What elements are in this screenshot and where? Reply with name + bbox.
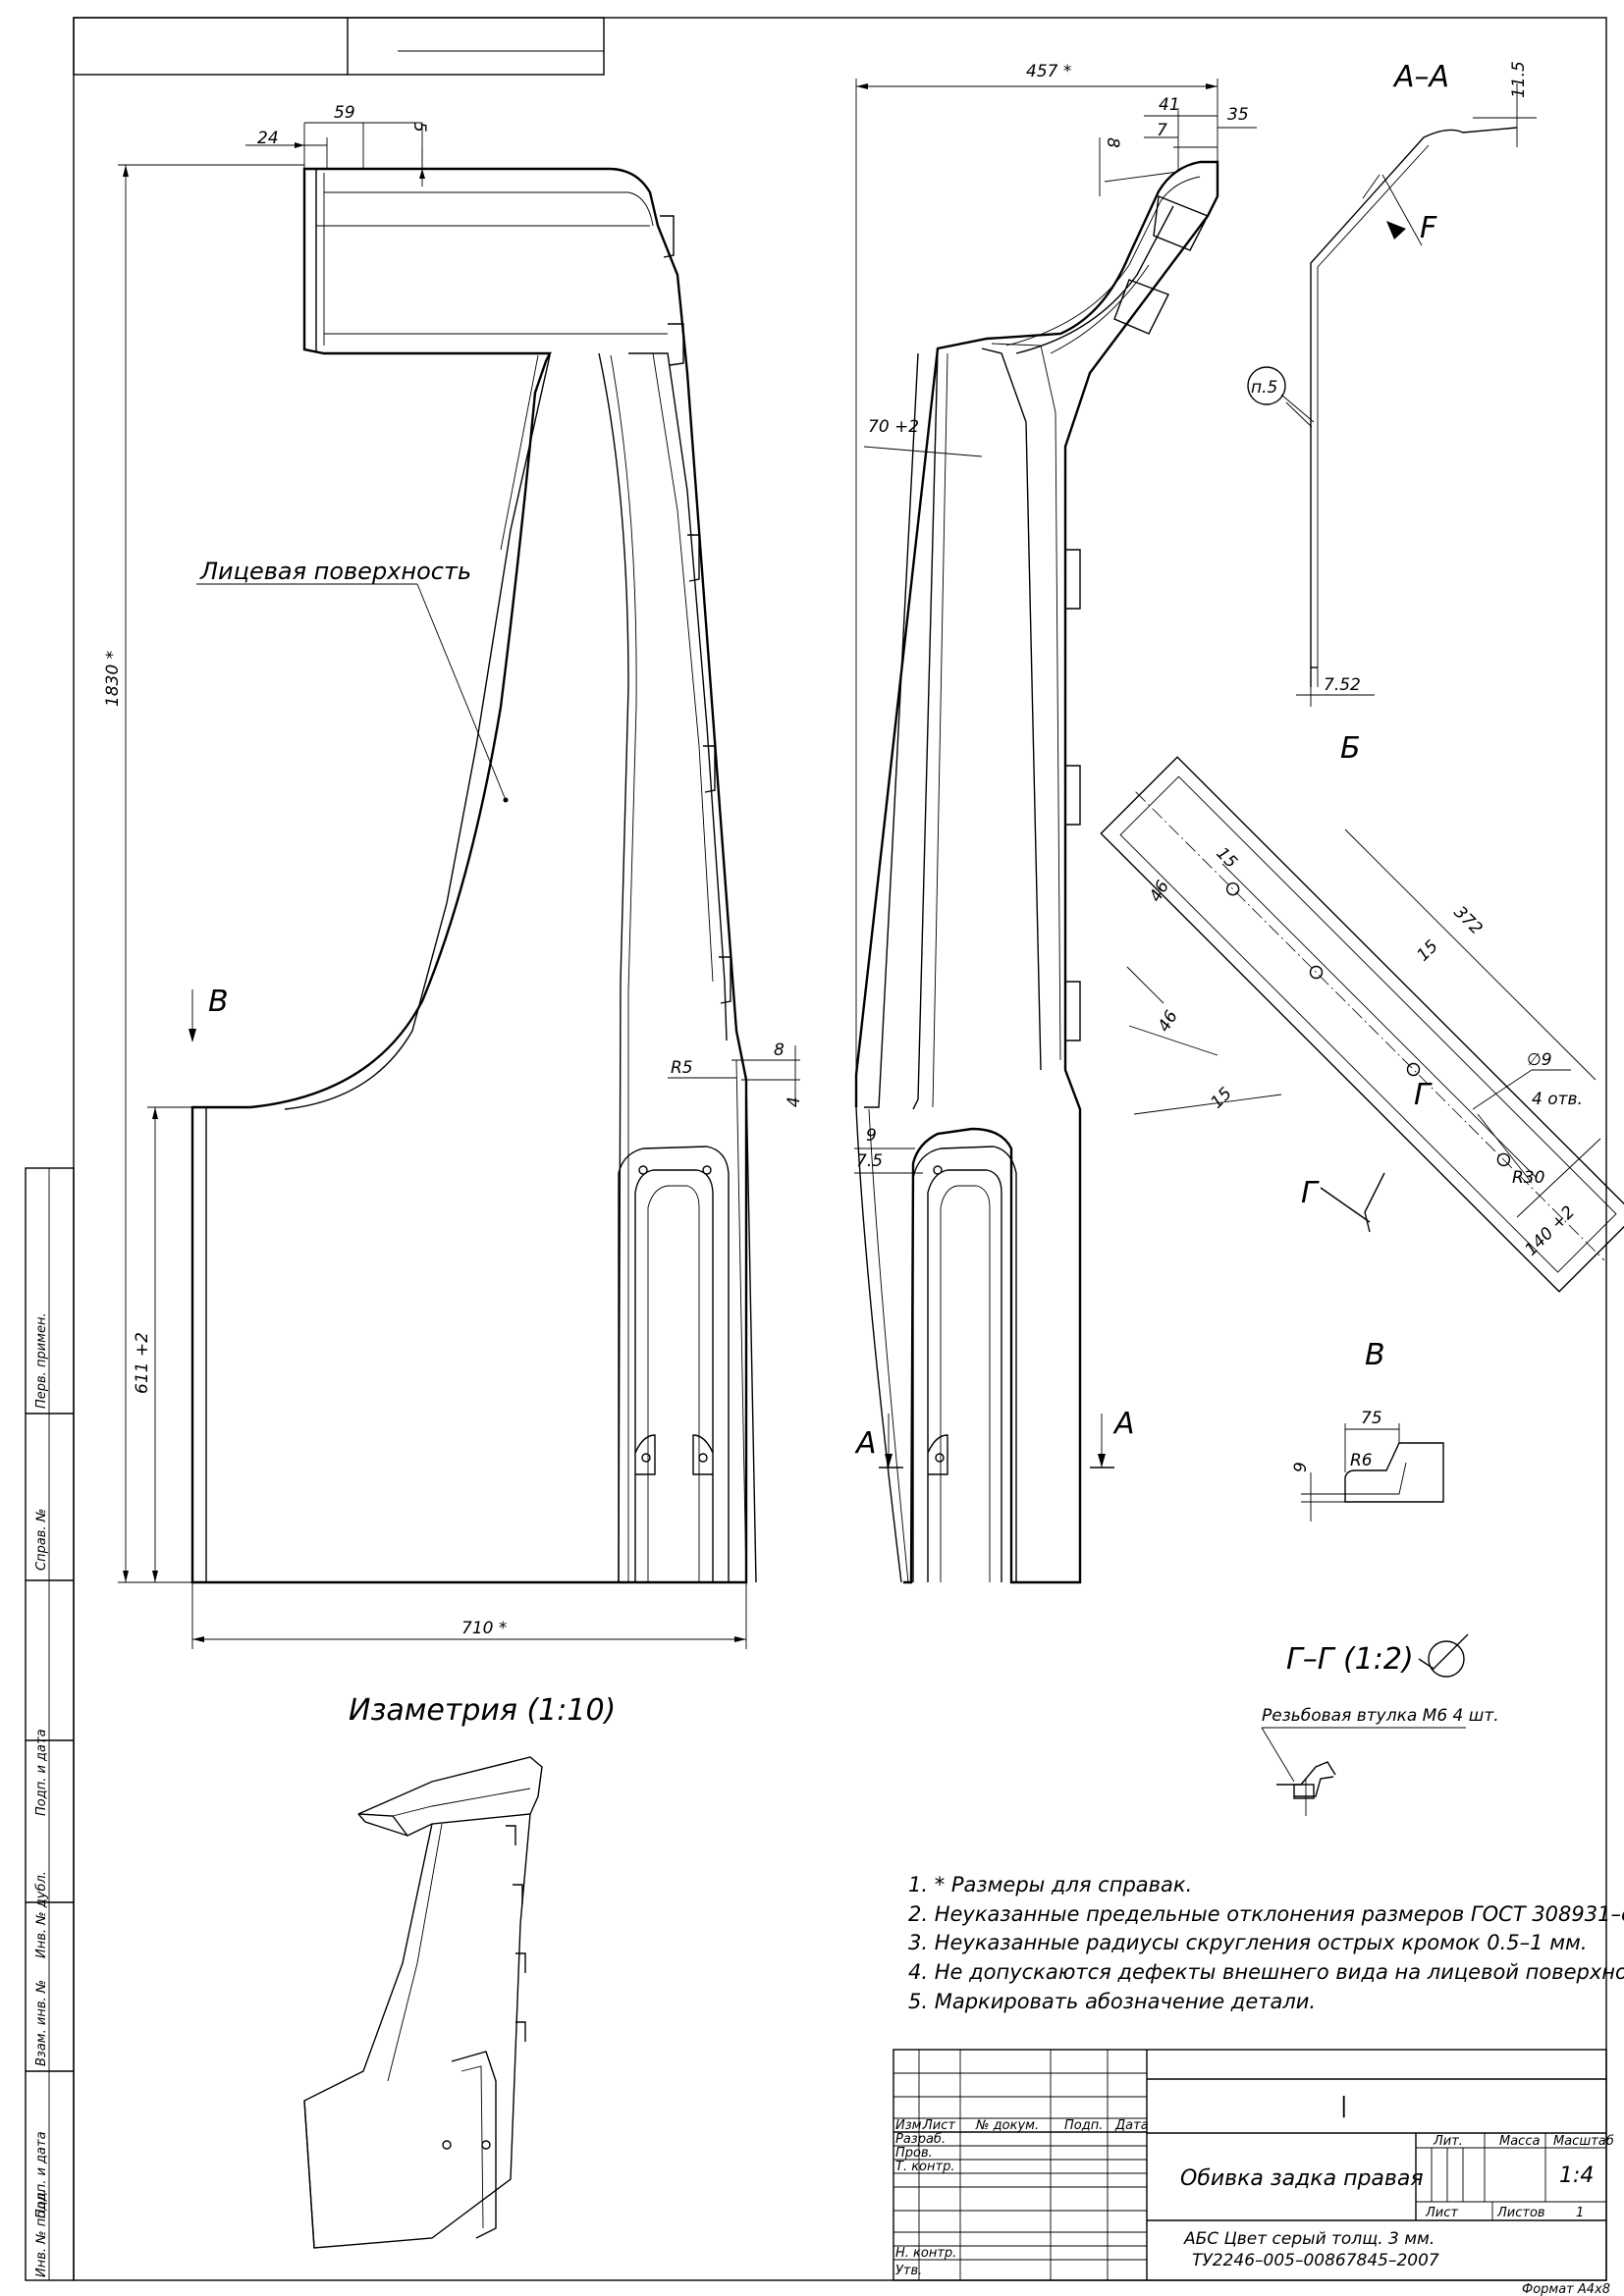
row-nkontr: Н. контр. (895, 2246, 956, 2261)
dim-75: 75 (1361, 1409, 1382, 1428)
cut-a-right: А (1112, 1407, 1135, 1441)
side-dims (854, 79, 1257, 1174)
view-v-title: В (1365, 1338, 1385, 1372)
material-line-1: АБС Цвет серый толщ. 3 мм. (1183, 2229, 1435, 2249)
dim-15b: 15 (1413, 936, 1441, 965)
dim-46b: 46 (1155, 1007, 1182, 1036)
row-tkontr: Т. контр. (895, 2160, 954, 2174)
dim-7-52: 7.52 (1324, 675, 1361, 695)
col-doc: № докум. (975, 2118, 1039, 2133)
stamp-podp-2: Подп. и дата (34, 2131, 49, 2218)
sheets-label: Листов (1496, 2206, 1545, 2220)
finish-mark-circle (1428, 1640, 1465, 1678)
note-1: 1. * Размеры для справак. (908, 1873, 1192, 1896)
dim-9b: 9 (1291, 1462, 1311, 1472)
dim-r5: R5 (671, 1058, 693, 1078)
dim-11-5: 11.5 (1509, 61, 1529, 98)
note-4: 4. Не допускаются дефекты внешнего вида … (908, 1960, 1624, 1984)
sheet-label: Лист (1425, 2206, 1458, 2220)
dim-70: 70 +2 (868, 417, 919, 437)
note-3: 3. Неуказанные радиусы скругления острых… (908, 1931, 1588, 1954)
technical-notes: 1. * Размеры для справак. 2. Неуказанные… (908, 1873, 1624, 2013)
side-view (854, 160, 1219, 1584)
section-g-right: Г (1414, 1078, 1433, 1112)
dim-5: 5 (409, 122, 429, 133)
lit-header: Лит. (1433, 2134, 1463, 2149)
dim-457: 457 * (1026, 62, 1071, 81)
dim-4: 4 (785, 1096, 804, 1107)
dim-r6: R6 (1350, 1451, 1373, 1470)
part-name: Обивка задка правая (1180, 2166, 1424, 2191)
dim-8b: 8 (1103, 137, 1122, 148)
format-label: Формат А4х8 (1522, 2282, 1610, 2296)
view-b-title: Б (1340, 731, 1361, 766)
dim-8: 8 (774, 1041, 785, 1060)
material-line-2: ТУ2246–005–00867845–2007 (1192, 2251, 1439, 2270)
stamp-sprav: Справ. № (34, 1509, 49, 1571)
stamp-podp-1: Подп. и дата (34, 1729, 49, 1816)
dim-9: 9 (866, 1126, 877, 1146)
note-5: 5. Маркировать абозначение детали. (908, 1990, 1316, 2013)
stamp-inv-podl: Инв. № подл. (34, 2189, 49, 2277)
view-v (1301, 1423, 1444, 1522)
dim-35: 35 (1227, 105, 1249, 125)
arrow-f-label: F (1420, 211, 1437, 245)
dim-59: 59 (334, 103, 355, 123)
dim-15c: 15 (1207, 1084, 1235, 1112)
dim-r30: R30 (1512, 1168, 1544, 1188)
dim-dia9: ∅9 (1527, 1050, 1552, 1070)
stamp-vzam: Взам. инв. № (34, 1980, 49, 2066)
col-list: Лист (922, 2118, 955, 2133)
stamp-perv: Перв. примен. (34, 1312, 49, 1409)
col-data: Дата (1114, 2118, 1149, 2133)
row-razrab: Разраб. (895, 2132, 946, 2147)
view-b-strip (1100, 756, 1624, 1293)
dim-1830: 1830 * (103, 651, 123, 707)
col-podp: Подп. (1064, 2118, 1103, 2133)
dim-24: 24 (257, 129, 279, 148)
sheet-frame (73, 17, 1607, 2281)
view-b-dims (1126, 828, 1601, 1233)
scale-header: Масштаб (1553, 2134, 1614, 2149)
face-surface-label: Лицевая поверхность (199, 558, 471, 585)
stamp-inv-dubl: Инв. № дубл. (34, 1871, 49, 1958)
mass-header: Масса (1499, 2134, 1540, 2149)
side-stamp (25, 1167, 75, 2281)
isometry-title: Изаметрия (1:10) (349, 1693, 616, 1728)
row-prov: Пров. (895, 2146, 933, 2161)
front-view (190, 167, 757, 1584)
ref-n5-circle (1247, 366, 1286, 405)
dim-611: 611 +2 (133, 1332, 152, 1394)
dim-41: 41 (1159, 95, 1180, 115)
holes-count: 4 отв. (1532, 1090, 1583, 1109)
sheets-count: 1 (1576, 2206, 1584, 2220)
section-aa (1285, 83, 1537, 707)
cut-a-left: А (854, 1426, 877, 1461)
scale-value: 1:4 (1559, 2163, 1594, 2188)
dim-15a: 15 (1212, 843, 1240, 872)
top-left-stamp (73, 17, 605, 76)
section-gg-title: Г–Г (1:2) (1286, 1642, 1414, 1677)
dim-710: 710 * (461, 1619, 507, 1638)
note-2: 2. Неуказанные предельные отклонения раз… (908, 1902, 1624, 1926)
finish-mark-check (1418, 1633, 1469, 1670)
title-block (893, 2049, 1607, 2281)
dim-7: 7 (1157, 121, 1167, 140)
dim-7-5: 7.5 (856, 1151, 883, 1171)
insert-label: Резьбовая втулка М6 4 шт. (1262, 1706, 1499, 1726)
col-izm: Изм. (895, 2118, 926, 2133)
dim-372: 372 (1449, 902, 1486, 938)
view-b-label: В (208, 985, 229, 1019)
section-g-left: Г (1301, 1176, 1320, 1210)
front-dims (118, 122, 800, 1649)
section-aa-title: А–А (1392, 60, 1449, 94)
dim-140: 140 +2 (1521, 1202, 1579, 1260)
ref-n5: п.5 (1251, 378, 1277, 398)
section-gg-drawing (1276, 1761, 1336, 1816)
row-utv: Утв. (895, 2264, 922, 2278)
doc-code: | (1340, 2094, 1347, 2118)
isometry-view (303, 1756, 543, 2249)
